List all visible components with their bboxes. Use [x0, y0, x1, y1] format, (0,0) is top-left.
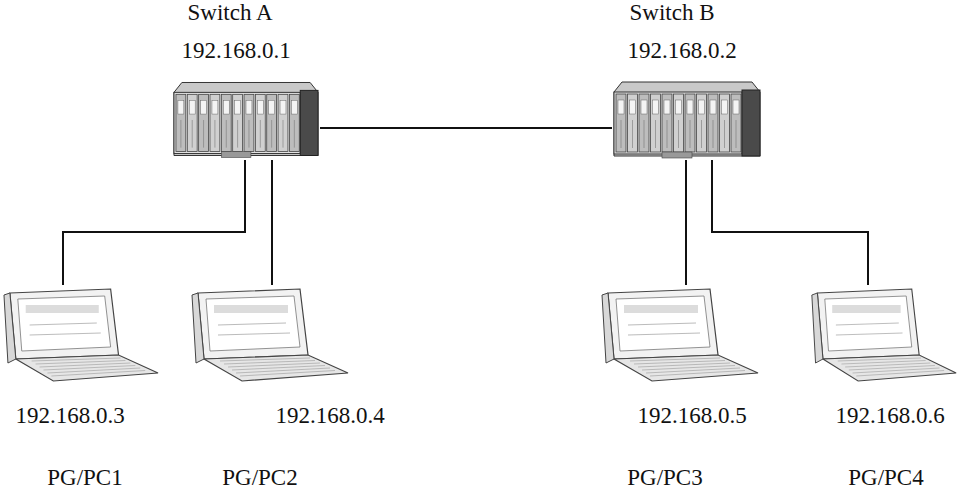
pc-node: 192.168.0.6PG/PC4 — [810, 285, 958, 493]
network-cable — [320, 127, 612, 129]
ip-address: 192.168.0.6 — [835, 403, 944, 429]
laptop-icon — [190, 285, 350, 385]
pc-node: 192.168.0.3PG/PC1 — [2, 285, 160, 493]
network-cable — [271, 160, 273, 285]
switch-icon — [172, 78, 320, 160]
network-cable — [685, 160, 687, 285]
switch-node: Switch A 192.168.0.1 — [172, 0, 320, 160]
ip-address: 192.168.0.5 — [637, 403, 746, 429]
ip-address: 192.168.0.2 — [627, 38, 736, 64]
ip-address: 192.168.0.4 — [275, 403, 384, 429]
switch-icon — [612, 78, 762, 160]
device-name: Switch A — [188, 0, 273, 26]
ip-address: 192.168.0.1 — [181, 38, 290, 64]
ip-address: 192.168.0.3 — [15, 403, 124, 429]
device-name: PG/PC2 — [222, 465, 297, 491]
network-cable — [63, 160, 245, 285]
network-cable — [712, 160, 868, 285]
laptop-icon — [2, 285, 160, 385]
laptop-icon — [600, 285, 760, 385]
device-name: PG/PC3 — [627, 465, 702, 491]
switch-node: Switch B 192.168.0.2 — [612, 0, 762, 160]
device-name: PG/PC1 — [47, 465, 122, 491]
pc-node: 192.168.0.5PG/PC3 — [600, 285, 762, 493]
pc-node: 192.168.0.4PG/PC2 — [190, 285, 402, 493]
device-name: PG/PC4 — [848, 465, 923, 491]
device-name: Switch B — [630, 0, 715, 26]
laptop-icon — [810, 285, 958, 385]
